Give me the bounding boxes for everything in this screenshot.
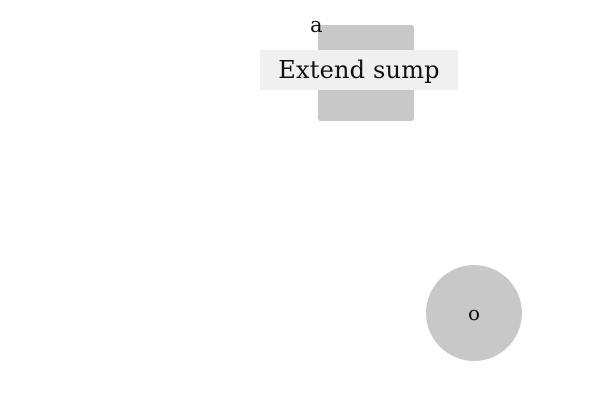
tooltip: Extend sump	[260, 50, 458, 90]
square-label: a	[310, 13, 323, 37]
circle-button[interactable]: o	[426, 265, 522, 361]
circle-label: o	[467, 301, 481, 325]
